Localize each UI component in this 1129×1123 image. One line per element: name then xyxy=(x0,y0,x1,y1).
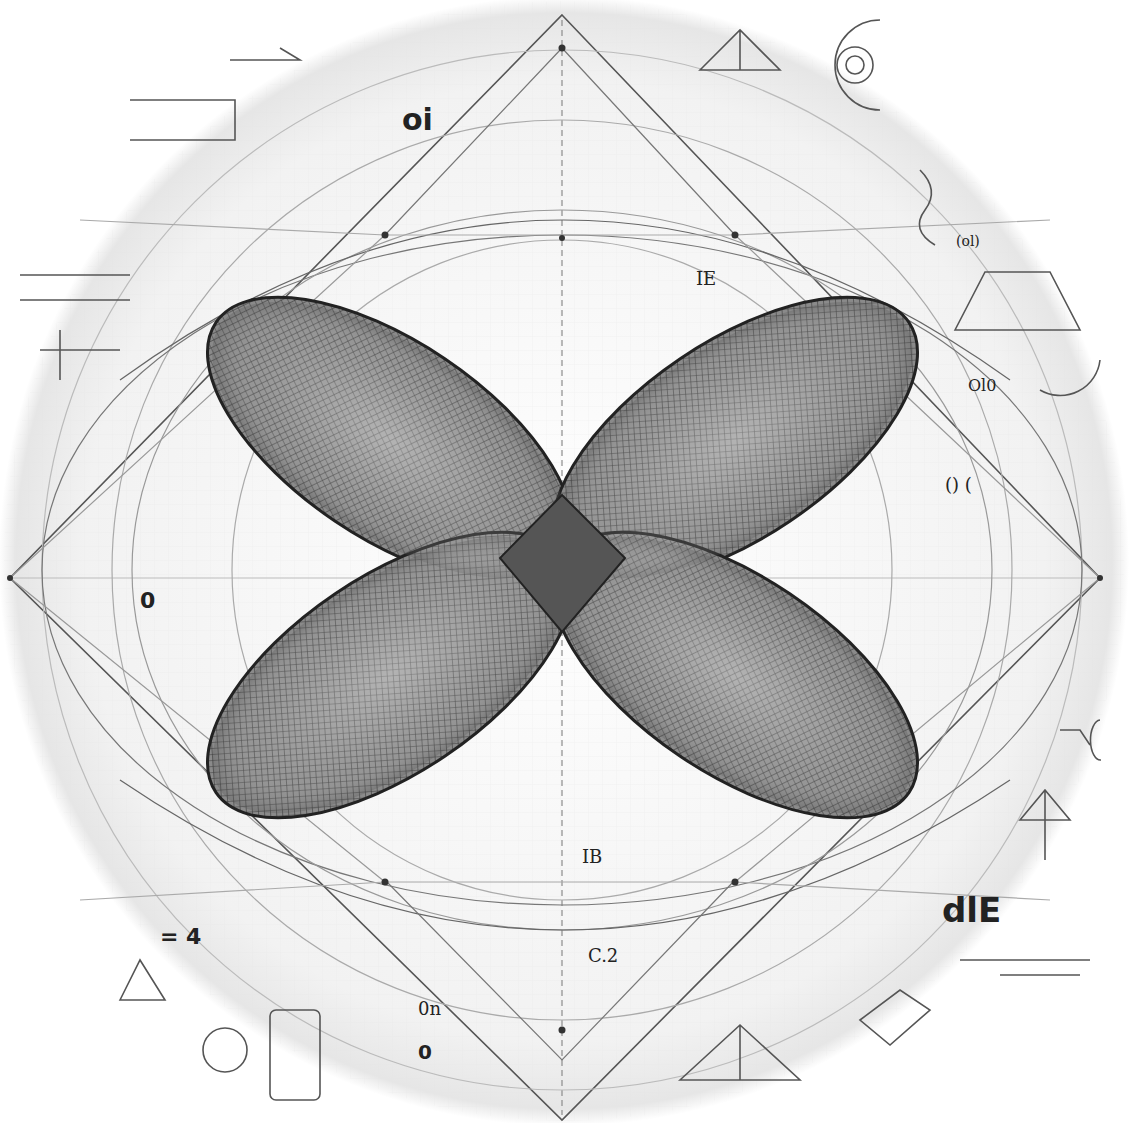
math-glyph-label: IB xyxy=(582,848,602,866)
math-glyph-label: 0 xyxy=(418,1042,432,1062)
math-glyph-label: = 4 xyxy=(160,926,201,948)
math-glyph-label: (ol) xyxy=(956,234,980,248)
math-glyph-label: 0n xyxy=(418,1000,441,1018)
math-glyph-label: C.2 xyxy=(588,947,618,965)
math-glyph-label: 0 xyxy=(140,590,155,612)
math-glyph-label: dlE xyxy=(942,893,1001,927)
math-glyph-label: oi xyxy=(402,105,433,135)
math-glyph-label: Ol0 xyxy=(968,378,996,394)
math-glyph-label: () ( xyxy=(945,476,972,494)
math-glyph-label: IE xyxy=(696,270,716,288)
